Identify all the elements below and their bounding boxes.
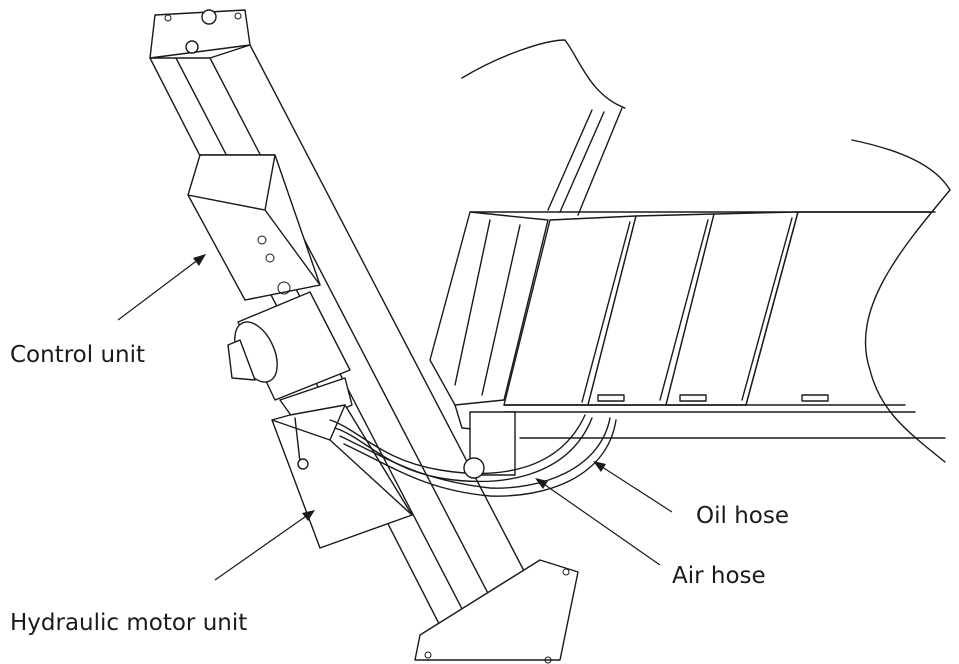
hoses xyxy=(329,414,617,497)
control-unit-arrow xyxy=(117,255,204,321)
platform-structure xyxy=(429,39,951,476)
oil-hose-label: Oil hose xyxy=(696,503,789,529)
air-hose-arrow xyxy=(537,479,661,566)
control-unit-box xyxy=(187,154,321,301)
hydraulic-motor-unit-label: Hydraulic motor unit xyxy=(10,610,247,636)
hydraulic-motor-unit-arrow xyxy=(214,511,313,581)
control-unit-label: Control unit xyxy=(10,342,145,368)
oil-hose-arrow xyxy=(595,462,673,513)
leader-arrows xyxy=(117,254,673,581)
hydraulic-motor xyxy=(227,291,353,429)
air-hose-label: Air hose xyxy=(672,563,766,589)
